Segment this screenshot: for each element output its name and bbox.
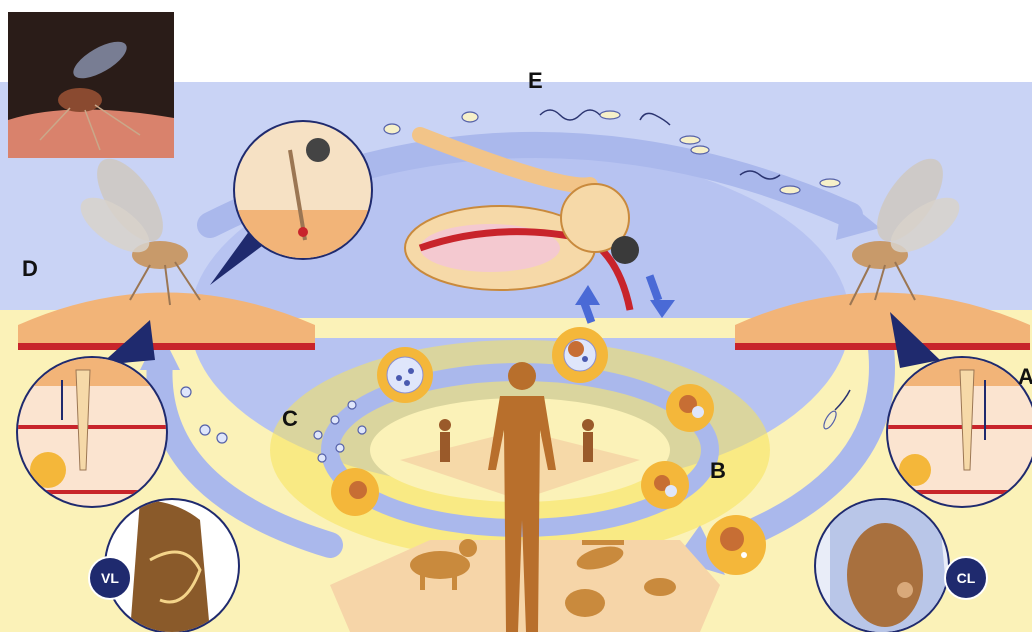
stage-label-a: A bbox=[1018, 364, 1032, 390]
stage-label-b: B bbox=[710, 458, 726, 484]
stage-label-c: C bbox=[282, 406, 298, 432]
stage-label-d: D bbox=[22, 256, 38, 282]
photo-sandfly bbox=[8, 12, 174, 158]
stage-label-e: E bbox=[528, 68, 543, 94]
cl-badge: CL bbox=[944, 556, 988, 600]
vl-badge: VL bbox=[88, 556, 132, 600]
